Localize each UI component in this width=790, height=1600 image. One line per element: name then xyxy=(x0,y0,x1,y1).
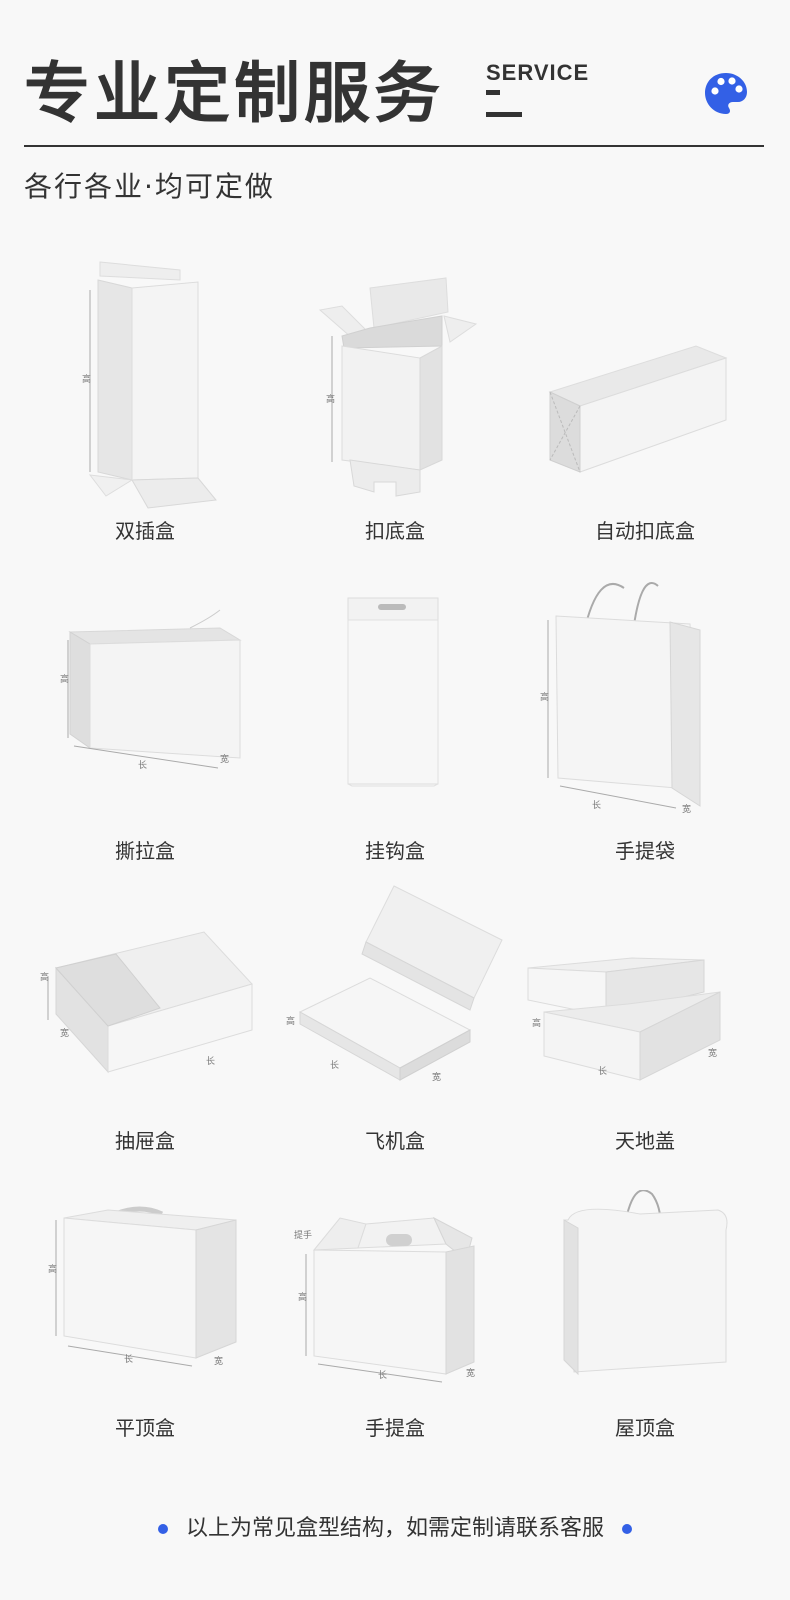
width-dimension-label: 宽 xyxy=(466,1367,475,1379)
width-dimension-label: 宽 xyxy=(220,753,229,765)
paper-bag-illustration: 高 长 宽 xyxy=(540,582,701,815)
tear-strip-box-illustration: 高 长 宽 xyxy=(60,609,242,771)
width-dimension-label: 宽 xyxy=(432,1071,441,1083)
box-label: 扣底盒 xyxy=(365,519,425,543)
box-label: 手提盒 xyxy=(365,1416,425,1440)
footer-text: 以上为常见盒型结构，如需定制请联系客服 xyxy=(185,1516,604,1541)
height-dimension-label: 高 xyxy=(286,1015,295,1027)
title-dash-decoration-2 xyxy=(486,112,522,117)
mailer-box-illustration: 高 长 宽 xyxy=(286,885,503,1083)
box-label: 飞机盒 xyxy=(365,1129,425,1153)
drawer-box-illustration: 高 宽 长 xyxy=(40,931,253,1074)
box-label: 天地盖 xyxy=(615,1129,675,1153)
page-header: 专业定制服务 SERVICE xyxy=(24,52,764,152)
gable-box-illustration xyxy=(563,1190,728,1376)
box-label: 自动扣底盒 xyxy=(595,519,695,543)
length-dimension-label: 长 xyxy=(598,1065,607,1077)
header-divider xyxy=(24,145,764,147)
box-label: 抽屉盒 xyxy=(115,1129,175,1153)
width-dimension-label: 宽 xyxy=(60,1027,69,1039)
page-subtitle: 各行各业·均可定做 xyxy=(24,170,275,203)
box-label: 手提袋 xyxy=(615,839,675,863)
width-dimension-label: 宽 xyxy=(682,803,691,815)
bullet-dot-right xyxy=(622,1524,632,1534)
width-dimension-label: 宽 xyxy=(708,1047,717,1059)
length-dimension-label: 长 xyxy=(138,759,147,771)
snap-bottom-box-illustration: 高 xyxy=(318,277,478,497)
height-dimension-label: 高 xyxy=(298,1291,307,1303)
lid-and-base-box-illustration: 高 长 宽 xyxy=(527,957,721,1081)
width-dimension-label: 宽 xyxy=(214,1355,223,1367)
handle-box-illustration: 提手 高 长 宽 xyxy=(294,1216,475,1383)
length-dimension-label: 长 xyxy=(124,1353,133,1365)
page-title: 专业定制服务 xyxy=(24,55,444,132)
box-label: 双插盒 xyxy=(115,519,175,543)
length-dimension-label: 长 xyxy=(330,1059,339,1071)
height-dimension-label: 高 xyxy=(540,691,549,703)
footer-note: 以上为常见盒型结构，如需定制请联系客服 xyxy=(0,1510,790,1542)
flat-top-box-illustration: 高 长 宽 xyxy=(48,1206,237,1367)
length-dimension-label: 长 xyxy=(592,799,601,811)
box-label: 平顶盒 xyxy=(115,1416,175,1440)
hang-tab-box-illustration xyxy=(347,597,439,787)
box-label: 屋顶盒 xyxy=(615,1416,675,1440)
palette-icon xyxy=(705,73,747,114)
height-dimension-label: 高 xyxy=(326,393,335,405)
height-dimension-label: 高 xyxy=(532,1017,541,1029)
handle-dimension-label: 提手 xyxy=(294,1229,312,1241)
height-dimension-label: 高 xyxy=(60,673,69,685)
height-dimension-label: 高 xyxy=(40,971,49,983)
box-label: 挂钩盒 xyxy=(365,839,425,863)
box-label: 撕拉盒 xyxy=(115,839,175,863)
length-dimension-label: 长 xyxy=(206,1055,215,1067)
length-dimension-label: 长 xyxy=(378,1369,387,1381)
auto-lock-bottom-box-illustration xyxy=(548,345,728,473)
title-dash-decoration xyxy=(486,90,500,95)
service-label: SERVICE xyxy=(486,60,590,85)
height-dimension-label: 高 xyxy=(48,1263,57,1275)
double-tuck-box-illustration: 高 xyxy=(82,261,217,509)
height-dimension-label: 高 xyxy=(82,373,91,385)
bullet-dot-left xyxy=(157,1524,168,1534)
